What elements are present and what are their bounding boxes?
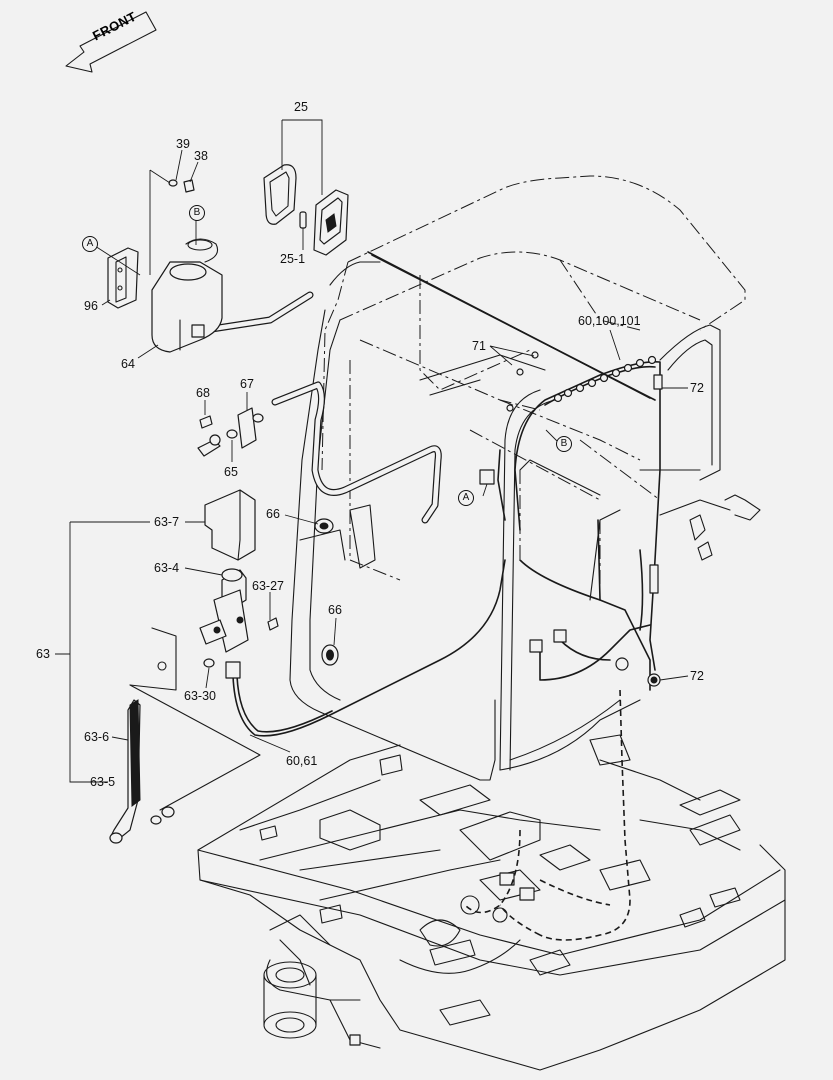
front-arrow-icon xyxy=(65,11,157,73)
screw-68 xyxy=(199,415,213,429)
bolt-38 xyxy=(183,179,195,193)
callout-71: 71 xyxy=(472,339,486,353)
connector-63 xyxy=(225,661,241,679)
base-frame xyxy=(197,734,786,1071)
callout-63-6: 63-6 xyxy=(84,730,110,744)
motor-63-4 xyxy=(199,568,249,653)
callout-63-27: 63-27 xyxy=(252,579,284,593)
part-25-cover xyxy=(263,164,297,225)
callout-66-lower: 66 xyxy=(328,603,342,617)
callout-72-lower: 72 xyxy=(690,669,704,683)
harness-hidden xyxy=(464,689,631,941)
nozzle-65 xyxy=(197,434,221,457)
bracket-96 xyxy=(107,247,139,309)
cab-frame xyxy=(289,261,761,781)
callout-66-upper: 66 xyxy=(266,507,280,521)
callout-38: 38 xyxy=(194,149,208,163)
washer-39 xyxy=(168,179,178,187)
wiper-nut xyxy=(109,806,175,844)
callout-60-61: 60,61 xyxy=(286,754,318,768)
callout-63: 63 xyxy=(36,647,50,661)
callout-64: 64 xyxy=(121,357,135,371)
callout-68: 68 xyxy=(196,386,210,400)
wiper-blade-63-6 xyxy=(129,699,141,807)
callout-65: 65 xyxy=(224,465,238,479)
callout-39: 39 xyxy=(176,137,190,151)
reference-mark-a: A xyxy=(458,490,474,506)
callout-25: 25 xyxy=(294,100,308,114)
part-25-1-bulb xyxy=(299,211,307,229)
callout-60-100-101: 60,100,101 xyxy=(578,314,641,328)
callout-25-1: 25-1 xyxy=(280,252,306,266)
leader-lines xyxy=(55,119,689,783)
washer-hoses xyxy=(201,291,506,737)
wiper-plate-outline xyxy=(129,627,261,811)
callout-63-5: 63-5 xyxy=(90,775,116,789)
callout-63-30: 63-30 xyxy=(184,689,216,703)
screw-63-27 xyxy=(267,617,279,631)
washer-tank-64 xyxy=(151,238,223,353)
bracket-67 xyxy=(226,407,264,449)
callout-63-7: 63-7 xyxy=(154,515,180,529)
grommet-66-lower xyxy=(321,644,339,666)
grommet-66-upper xyxy=(314,518,334,534)
clip-row xyxy=(553,355,657,403)
callout-96: 96 xyxy=(84,299,98,313)
part-25-switch xyxy=(313,189,349,256)
callout-67: 67 xyxy=(240,377,254,391)
reference-mark-b: B xyxy=(189,205,205,221)
reference-mark-a: A xyxy=(82,236,98,252)
reference-mark-b: B xyxy=(556,436,572,452)
callout-63-4: 63-4 xyxy=(154,561,180,575)
callout-72-upper: 72 xyxy=(690,381,704,395)
cover-63-7 xyxy=(204,489,256,561)
nut-63-30 xyxy=(203,658,215,668)
cab-harness xyxy=(367,251,663,691)
cab-outline xyxy=(321,175,746,600)
